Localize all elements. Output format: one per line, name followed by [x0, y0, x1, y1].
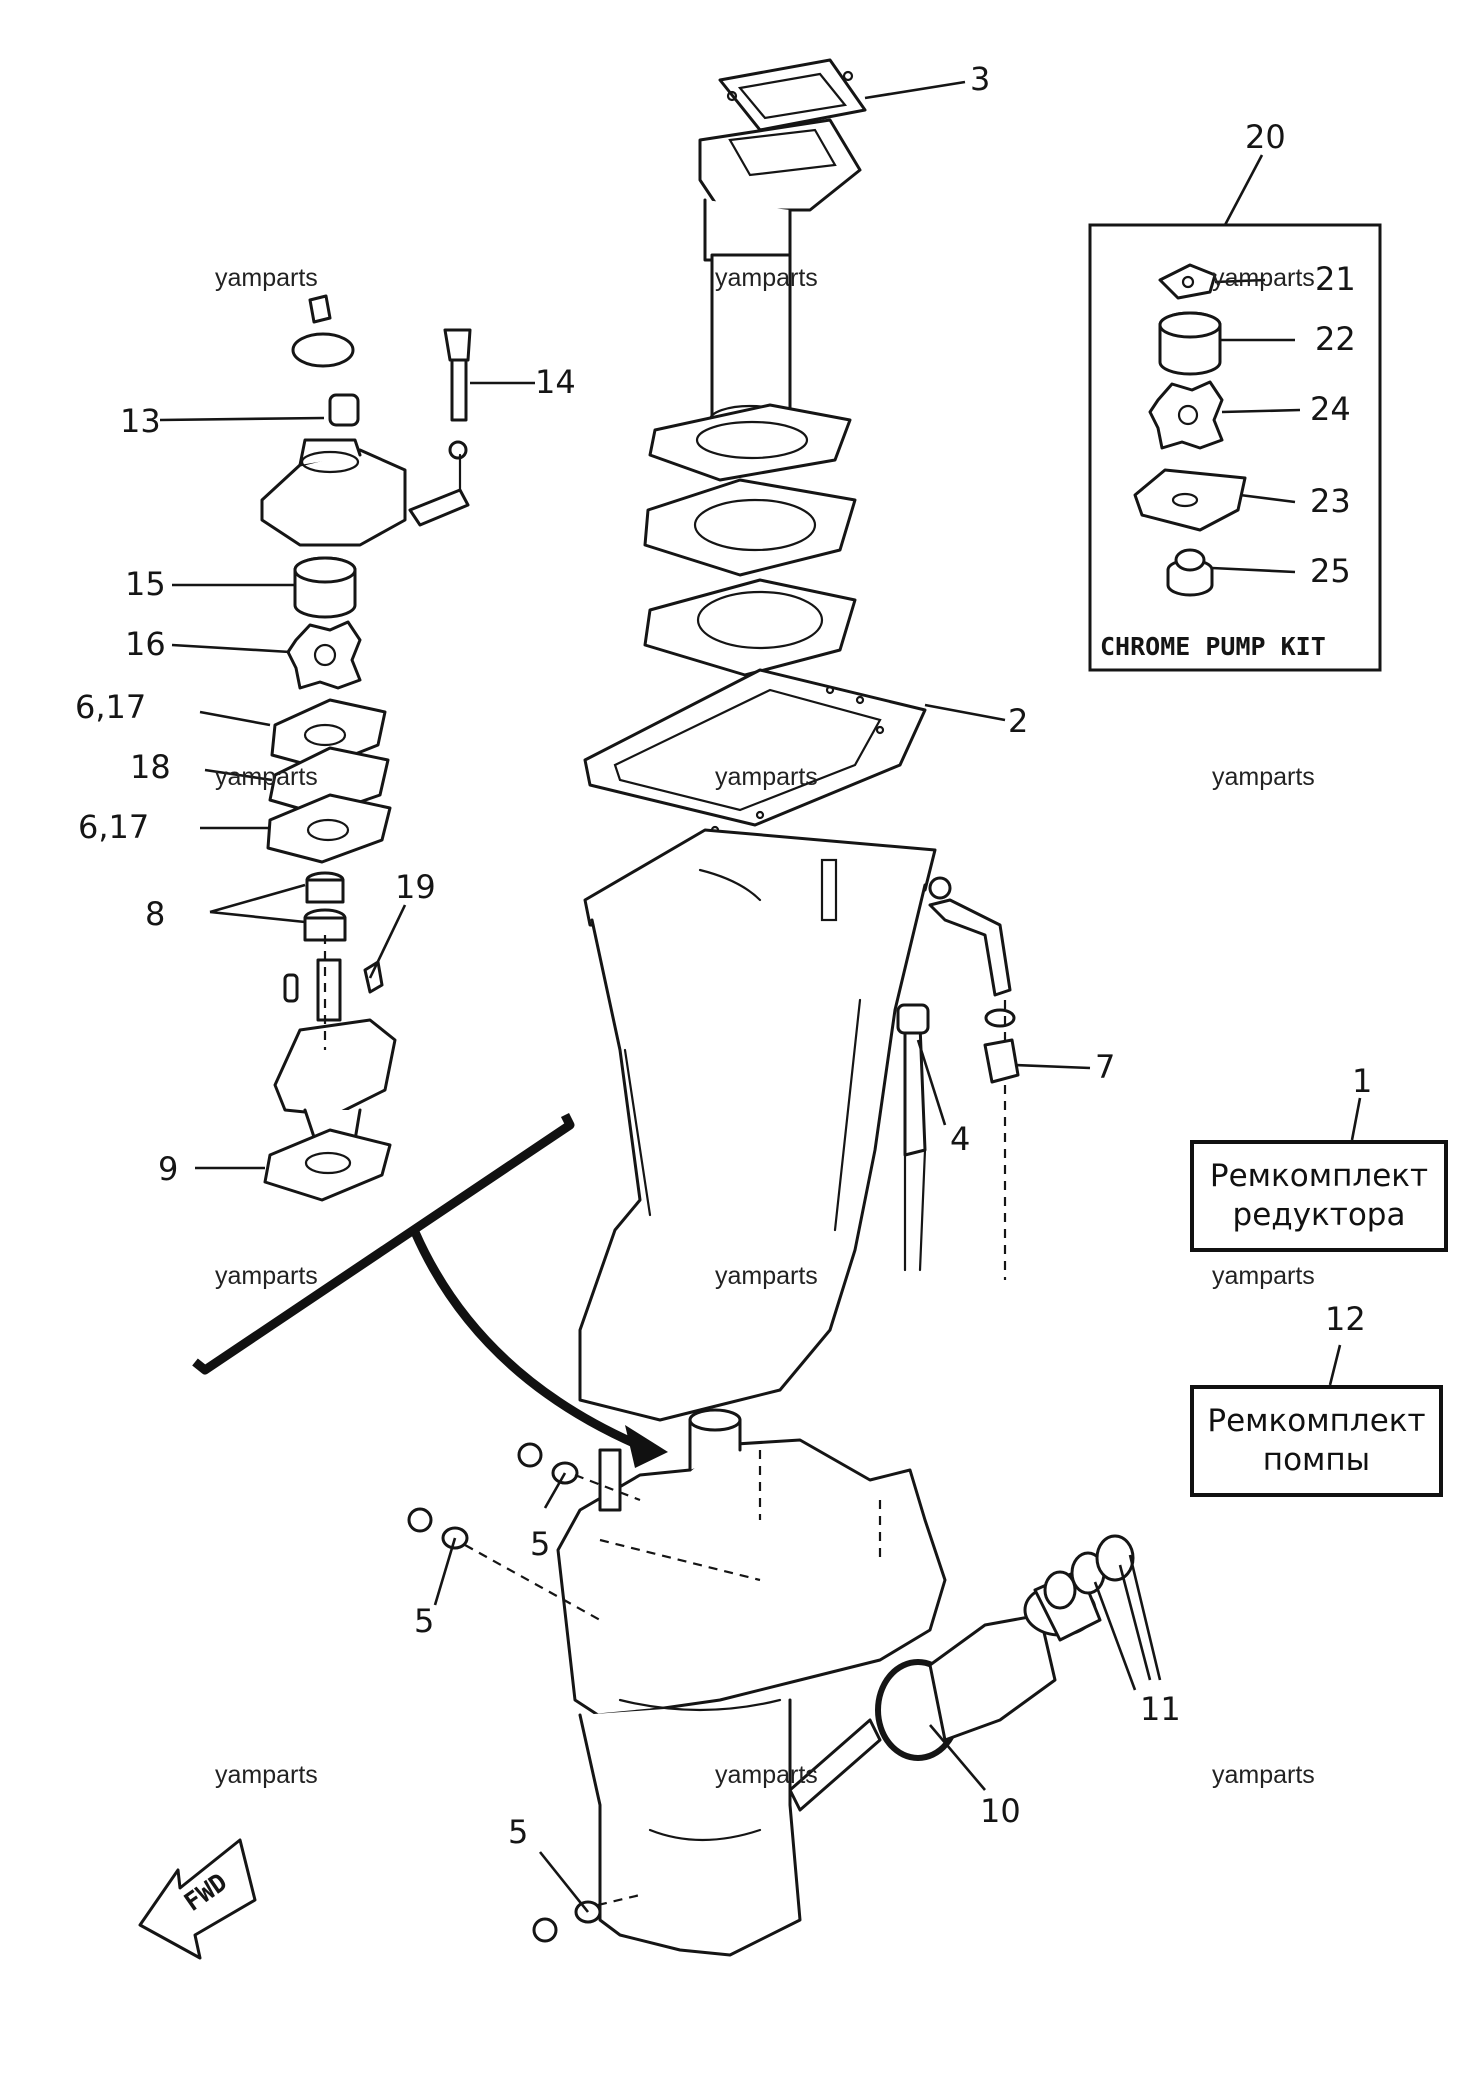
impeller-16: [286, 620, 362, 690]
part-number-3: 3: [970, 60, 990, 98]
chrome-pump-kit-box: CHROME PUMP KIT: [1088, 223, 1382, 672]
watermark: yamparts: [215, 1262, 318, 1290]
part-number-6-17b: 6,17: [78, 808, 149, 846]
watermark: yamparts: [715, 264, 818, 292]
part-numbers: 3 2 4 7 5 5 5 6,17 6,17 8 9 10 11 13 14 …: [75, 60, 1372, 1851]
watermark: yamparts: [1212, 264, 1315, 292]
part-number-15: 15: [125, 565, 166, 603]
pump-kit-line2: помпы: [1262, 1442, 1371, 1478]
gasket-2: [583, 668, 927, 835]
part-number-1: 1: [1352, 1062, 1372, 1100]
watermark: yamparts: [1212, 763, 1315, 791]
propeller-shaft: [788, 1718, 882, 1812]
bolt-14: [408, 328, 472, 527]
watermark: yamparts: [215, 264, 318, 292]
part-number-16: 16: [125, 625, 166, 663]
gear-kit-line2: редуктора: [1232, 1197, 1406, 1233]
part-number-18: 18: [130, 748, 171, 786]
pump-repair-kit-label: Ремкомплект помпы: [1190, 1385, 1443, 1497]
outer-plate-cartridge: [266, 698, 392, 864]
watermark: yamparts: [715, 1262, 818, 1290]
part-number-22: 22: [1315, 320, 1356, 358]
watermarks: yamparts yamparts yamparts yamparts yamp…: [215, 264, 1315, 1789]
lower-casing: [556, 1408, 947, 1957]
gasket-stack: [643, 403, 857, 677]
insert-cartridge-15: [293, 556, 357, 619]
part-number-7: 7: [1095, 1048, 1115, 1086]
water-tube-4: [896, 1003, 930, 1272]
watermark: yamparts: [215, 763, 318, 791]
gear-repair-kit-label: Ремкомплект редуктора: [1190, 1140, 1448, 1252]
driveshaft-housing: [578, 828, 937, 1422]
gasket-plate-3: [718, 58, 867, 132]
part-number-14: 14: [535, 363, 576, 401]
part-number-6-17a: 6,17: [75, 688, 146, 726]
part-number-23: 23: [1310, 482, 1351, 520]
watermark: yamparts: [215, 1761, 318, 1789]
gasket-9: [263, 1128, 392, 1202]
part-number-12: 12: [1325, 1300, 1366, 1338]
part-number-9: 9: [158, 1150, 178, 1188]
pump-housing-13: [260, 294, 407, 547]
fwd-arrow: FWD: [138, 1838, 257, 1960]
chrome-pump-kit-title: CHROME PUMP KIT: [1100, 632, 1326, 661]
part-number-11: 11: [1140, 1690, 1181, 1728]
drain-screws-5: [407, 1442, 641, 1943]
pump-kit-line1: Ремкомплект: [1207, 1403, 1426, 1440]
exhaust-guide: [698, 118, 862, 262]
watermark: yamparts: [715, 1761, 818, 1789]
highlight-arrow: [192, 1112, 668, 1468]
watermark: yamparts: [715, 763, 818, 791]
watermark: yamparts: [1212, 1262, 1315, 1290]
part-number-2: 2: [1008, 702, 1028, 740]
part-number-5b: 5: [414, 1602, 434, 1640]
part-number-5c: 5: [508, 1813, 528, 1851]
gear-kit-line1: Ремкомплект: [1209, 1158, 1429, 1195]
part-number-20: 20: [1245, 118, 1286, 156]
part-number-25: 25: [1310, 552, 1351, 590]
part-number-5a: 5: [530, 1525, 550, 1563]
leader-lines: [159, 80, 1362, 1913]
seals-8: [303, 871, 347, 942]
watermark: yamparts: [1212, 1761, 1315, 1789]
part-number-8: 8: [145, 895, 165, 933]
part-number-13: 13: [120, 402, 161, 440]
part-number-10: 10: [980, 1792, 1021, 1830]
pump-base: [273, 935, 397, 1142]
part-number-4: 4: [950, 1120, 970, 1158]
part-number-24: 24: [1310, 390, 1351, 428]
part-number-21: 21: [1315, 260, 1356, 298]
part-number-19: 19: [395, 868, 436, 906]
grommet-7: [928, 876, 1020, 1280]
